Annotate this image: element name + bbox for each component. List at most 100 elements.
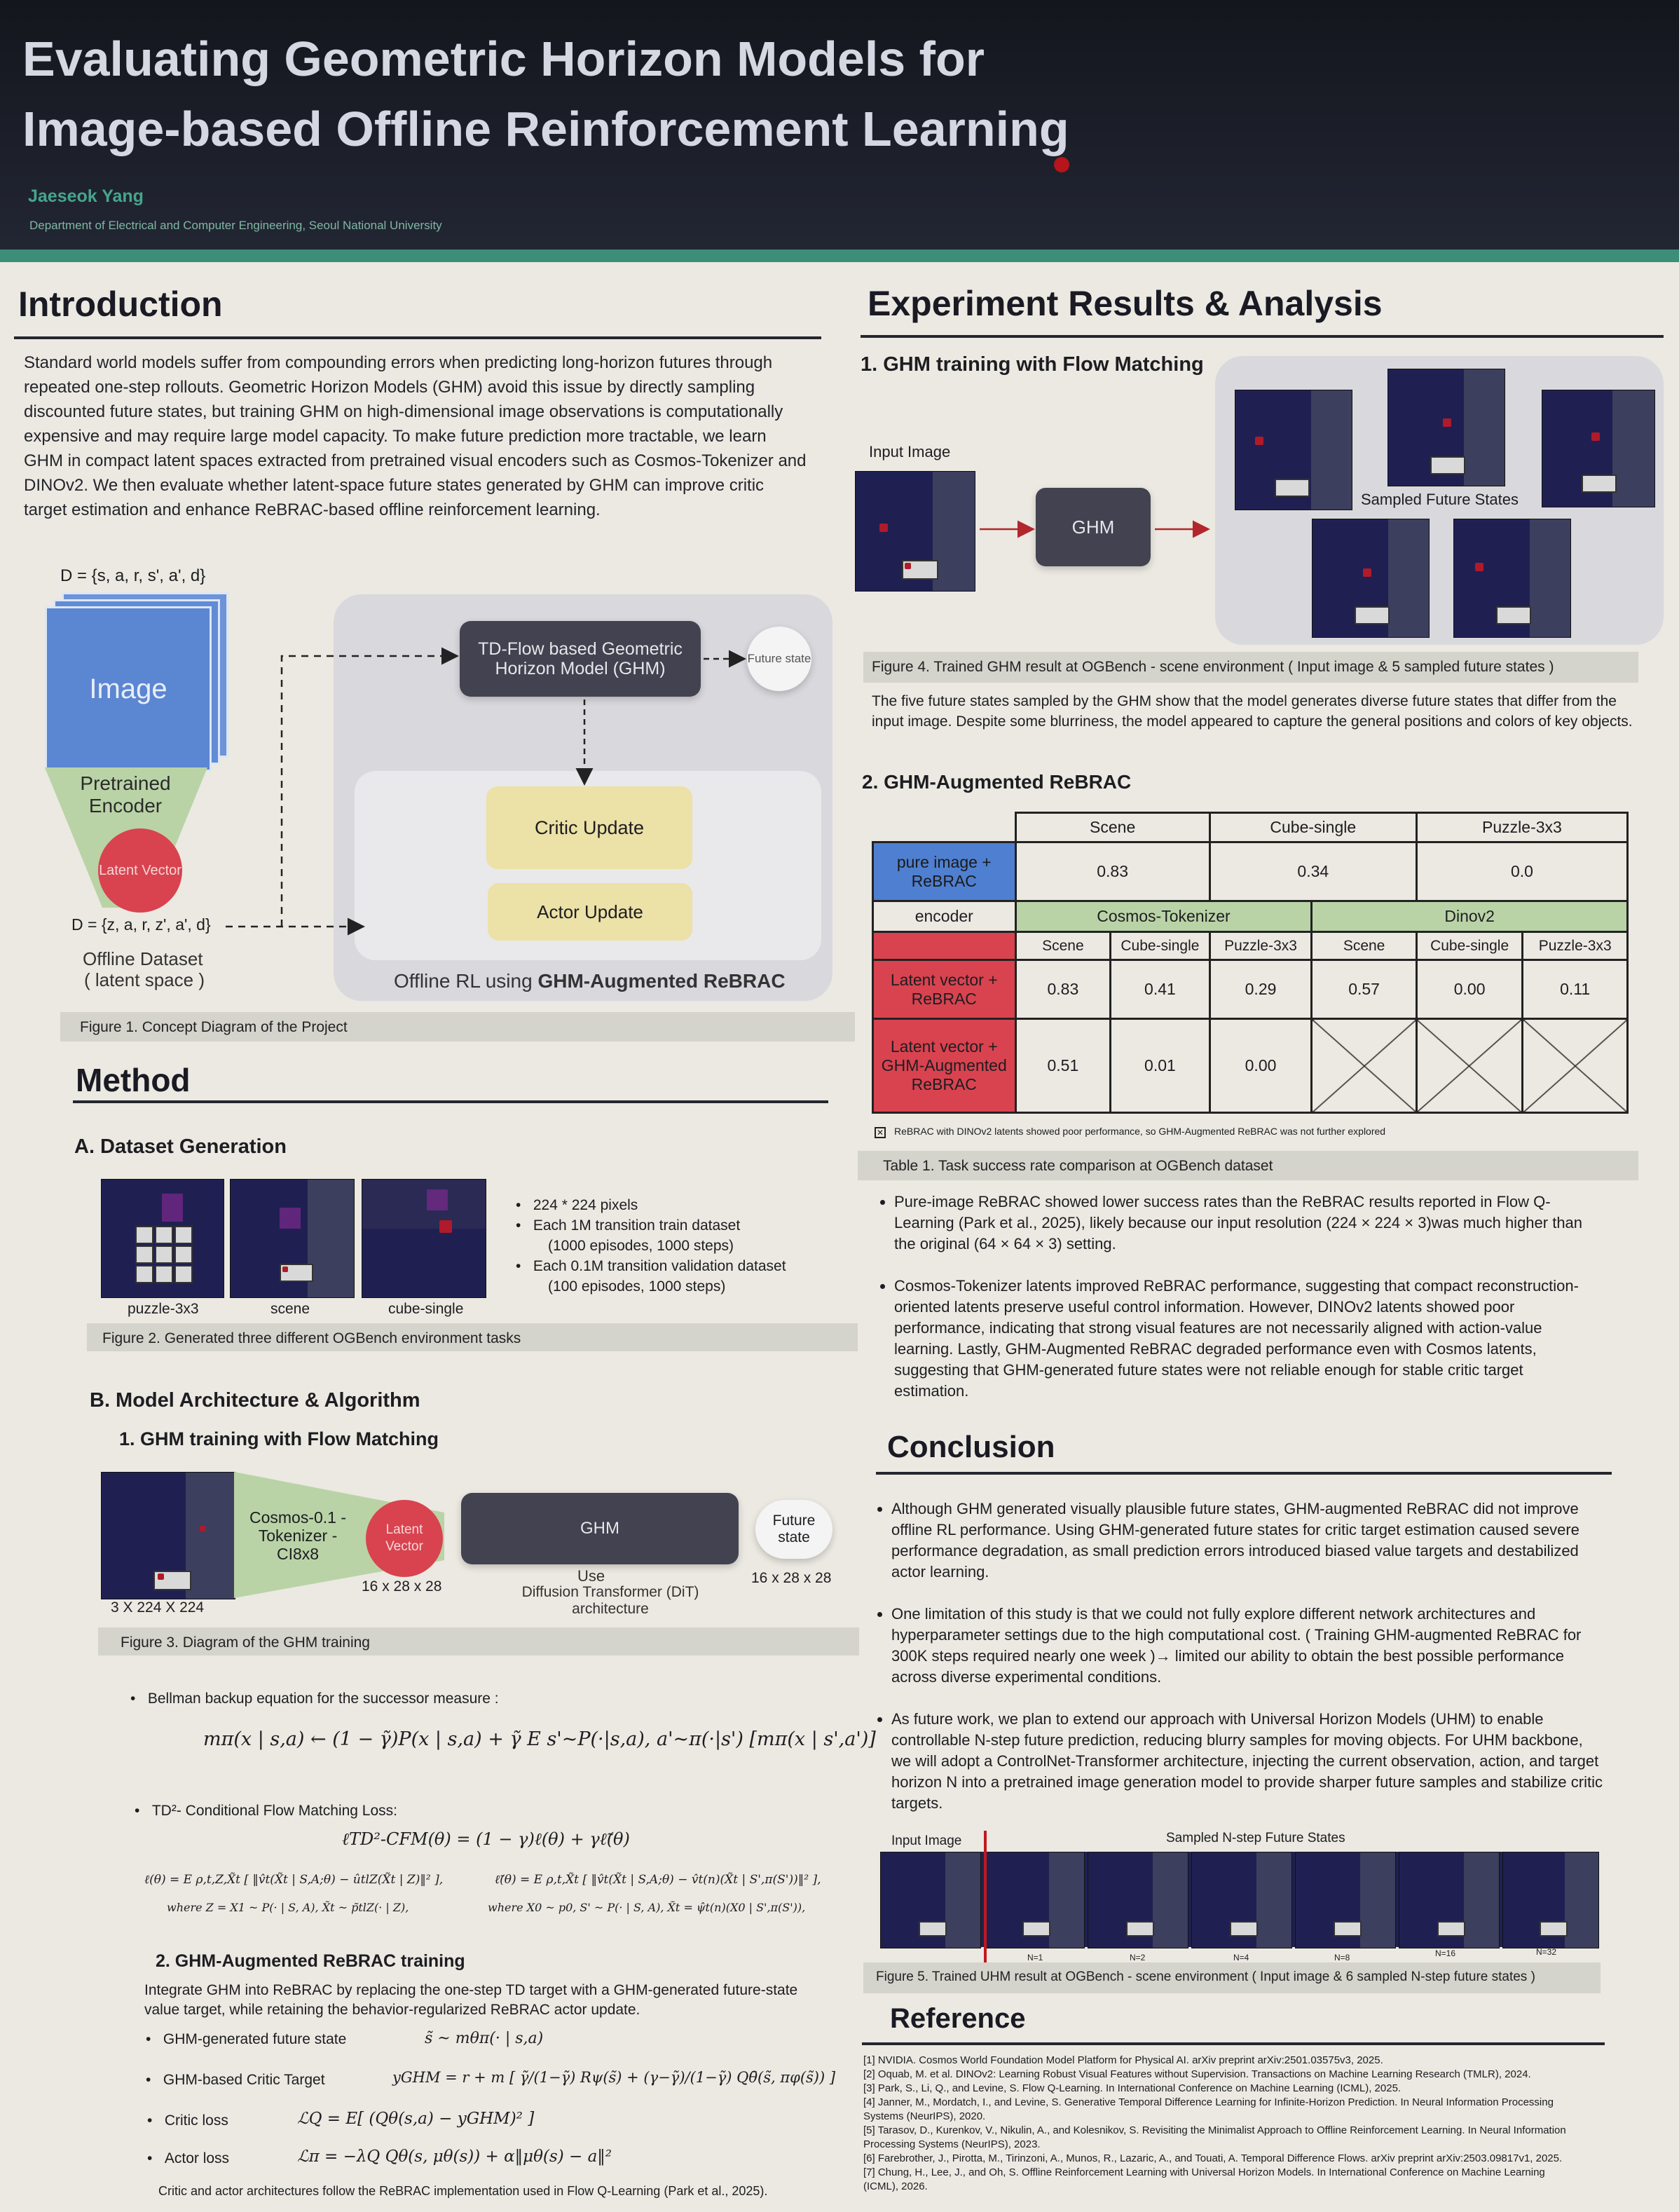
intro-rule xyxy=(14,336,821,339)
ghm-training-heading: 1. GHM training with Flow Matching xyxy=(119,1428,439,1449)
poster-title: Evaluating Geometric Horizon Models for … xyxy=(22,24,1069,164)
intro-heading: Introduction xyxy=(18,285,223,324)
ghm-value: 0.00 xyxy=(1208,1018,1313,1114)
crossed-cell xyxy=(1310,1018,1418,1114)
sampled-state-4 xyxy=(1312,519,1430,638)
fig4-text: The five future states sampled by the GH… xyxy=(872,693,1633,730)
reference-rule xyxy=(862,2042,1605,2045)
latent-value: 0.00 xyxy=(1415,959,1524,1020)
title-line-1: Evaluating Geometric Horizon Models for xyxy=(22,32,985,86)
sub-header: Scene xyxy=(1014,931,1112,961)
fig4-input-thumbnail xyxy=(855,471,975,592)
sampled-label: Sampled Future States xyxy=(1361,491,1519,508)
sampled-state-3 xyxy=(1542,390,1655,507)
table-caption-band xyxy=(858,1151,1638,1180)
poster-header: Evaluating Geometric Horizon Models for … xyxy=(0,0,1679,250)
row-label-ghm-augmented: Latent vector + GHM-Augmented ReBRAC xyxy=(872,1018,1017,1114)
fig5-caption: Figure 5. Trained UHM result at OGBench … xyxy=(876,1969,1535,1984)
reference-item: [2] Oquab, M. et al. DINOv2: Learning Ro… xyxy=(863,2068,1531,2080)
n-label: N=8 xyxy=(1334,1953,1350,1962)
ghm-future-state-label: • GHM-generated future state xyxy=(146,2031,347,2047)
loss-left-where: where Z = X1 ~ P(· | S, A), X̃t ~ p̃tlZ(… xyxy=(167,1901,409,1914)
results-table: Scene Cube-single Puzzle-3x3 pure image … xyxy=(872,812,1629,1114)
fig5-caption-band xyxy=(863,1962,1601,1993)
fig3-encoder-label: Cosmos-0.1 -Tokenizer -CI8x8 xyxy=(249,1508,347,1563)
sub-header: Cube-single xyxy=(1415,931,1524,961)
title-line-2: Image-based Offline Reinforcement Learni… xyxy=(22,102,1069,156)
fig1-caption-band xyxy=(60,1012,855,1042)
results-rule xyxy=(861,335,1664,338)
reference-item: [5] Tarasov, D., Kurenkov, V., Nikulin, … xyxy=(863,2124,1566,2150)
reference-item: [1] NVIDIA. Cosmos World Foundation Mode… xyxy=(863,2054,1383,2066)
fig3-input-dim: 3 X 224 X 224 xyxy=(111,1599,205,1616)
latent-value: 0.29 xyxy=(1208,959,1313,1020)
row-label-pure-image: pure image + ReBRAC xyxy=(872,841,1017,902)
ghm-value: 0.51 xyxy=(1014,1018,1112,1114)
table-corner xyxy=(872,812,1017,843)
red-dot xyxy=(1054,157,1069,172)
encoder-cosmos: Cosmos-Tokenizer xyxy=(1014,900,1313,933)
critic-target-label-text: GHM-based Critic Target xyxy=(163,2072,325,2088)
dataset-tuple-bottom: D = {z, a, r, z', a', d} xyxy=(71,915,211,934)
ghm-future-state-eq: s̃ ~ mθπ(· | s,a) xyxy=(425,2030,544,2047)
fig3-use-label: Use xyxy=(577,1567,605,1585)
sub-header: Puzzle-3x3 xyxy=(1208,931,1313,961)
author: Jaeseok Yang xyxy=(28,186,144,206)
conclusion-bullet: Although GHM generated visually plausibl… xyxy=(891,1498,1603,1583)
fig4-input-label: Input Image xyxy=(869,443,951,460)
future-state-circle: Future state xyxy=(747,627,811,691)
fig5-sampled-label: Sampled N-step Future States xyxy=(1166,1831,1345,1845)
image-block: Image xyxy=(45,606,212,772)
env-label-cube: cube-single xyxy=(388,1301,464,1317)
scene-thumbnail xyxy=(230,1179,355,1298)
reference-item: [6] Farebrother, J., Pirotta, M., Tirinz… xyxy=(863,2152,1563,2164)
offline-dataset-label: Offline Dataset xyxy=(83,948,203,969)
n-label: N=4 xyxy=(1233,1953,1249,1962)
fig3-future-state: Future state xyxy=(755,1500,832,1559)
bellman-label: • Bellman backup equation for the succes… xyxy=(130,1691,499,1707)
latent-value: 0.83 xyxy=(1014,959,1112,1020)
dataset-generation-heading: A. Dataset Generation xyxy=(74,1135,287,1158)
loss-left: ℓ(θ) = E ρ,t,Z,X̃t [ ‖v̂t(X̃t | S,A;θ) −… xyxy=(144,1873,444,1887)
critic-loss-label-text: Critic loss xyxy=(164,2112,228,2129)
pure-puzzle-value: 0.0 xyxy=(1415,841,1629,902)
sampled-state-2 xyxy=(1387,369,1505,486)
offline-rl-prefix: Offline RL using xyxy=(394,970,538,992)
encoder-dinov2: Dinov2 xyxy=(1310,900,1629,933)
fig3-ghm-box: GHM xyxy=(461,1493,739,1564)
critic-loss-eq: ℒQ = E[ (Qθ(s,a) − yGHM)² ] xyxy=(297,2110,535,2128)
conclusion-rule xyxy=(876,1472,1612,1475)
cross-legend-icon: ✕ xyxy=(875,1127,886,1138)
critic-target-label: • GHM-based Critic Target xyxy=(146,2072,325,2088)
n-label: N=2 xyxy=(1130,1953,1146,1962)
fig3-caption: Figure 3. Diagram of the GHM training xyxy=(121,1634,370,1651)
encoder-label: Pretrained Encoder xyxy=(80,772,171,817)
dataset-bullet-text: 224 * 224 pixels xyxy=(533,1197,638,1213)
intro-text: Standard world models suffer from compou… xyxy=(24,353,807,519)
latent-value: 0.11 xyxy=(1521,959,1629,1020)
actor-loss-label: • Actor loss xyxy=(147,2150,230,2166)
conclusion-bullet: One limitation of this study is that we … xyxy=(891,1604,1603,1688)
fig1-caption: Figure 1. Concept Diagram of the Project xyxy=(80,1019,348,1035)
n-label: N=1 xyxy=(1027,1953,1043,1962)
model-architecture-heading: B. Model Architecture & Algorithm xyxy=(90,1389,420,1412)
sampled-state-1 xyxy=(1235,390,1352,510)
table-caption: Table 1. Task success rate comparison at… xyxy=(883,1158,1273,1174)
sampled-state-5 xyxy=(1453,519,1571,638)
pure-cube-value: 0.34 xyxy=(1208,841,1418,902)
critic-target-eq: yGHM = r + m [ γ̃/(1−γ̃) Rψ(s̃) + (γ−γ̃)… xyxy=(392,2069,836,2086)
dataset-bullet-subtext: (100 episodes, 1000 steps) xyxy=(548,1278,726,1295)
row-label-encoder: encoder xyxy=(872,900,1017,933)
fig4-caption-band xyxy=(863,652,1638,683)
latent-value: 0.41 xyxy=(1109,959,1211,1020)
row-label-spacer xyxy=(872,931,1017,961)
critic-update-box: Critic Update xyxy=(486,786,692,869)
col-header-cube-single: Cube-single xyxy=(1208,812,1418,843)
env-label-puzzle: puzzle-3x3 xyxy=(128,1301,199,1317)
fig2-caption-band xyxy=(87,1323,858,1351)
bellman-equation: mπ(x | s,a) ← (1 − γ̃)P(x | s,a) + γ̃ E … xyxy=(203,1728,876,1750)
fig3-input-thumbnail xyxy=(101,1472,235,1599)
fig4-ghm-box: GHM xyxy=(1036,488,1151,566)
dataset-bullet: • Each 1M transition train dataset xyxy=(516,1217,741,1234)
dataset-bullet-text: Each 1M transition train dataset xyxy=(533,1217,741,1234)
